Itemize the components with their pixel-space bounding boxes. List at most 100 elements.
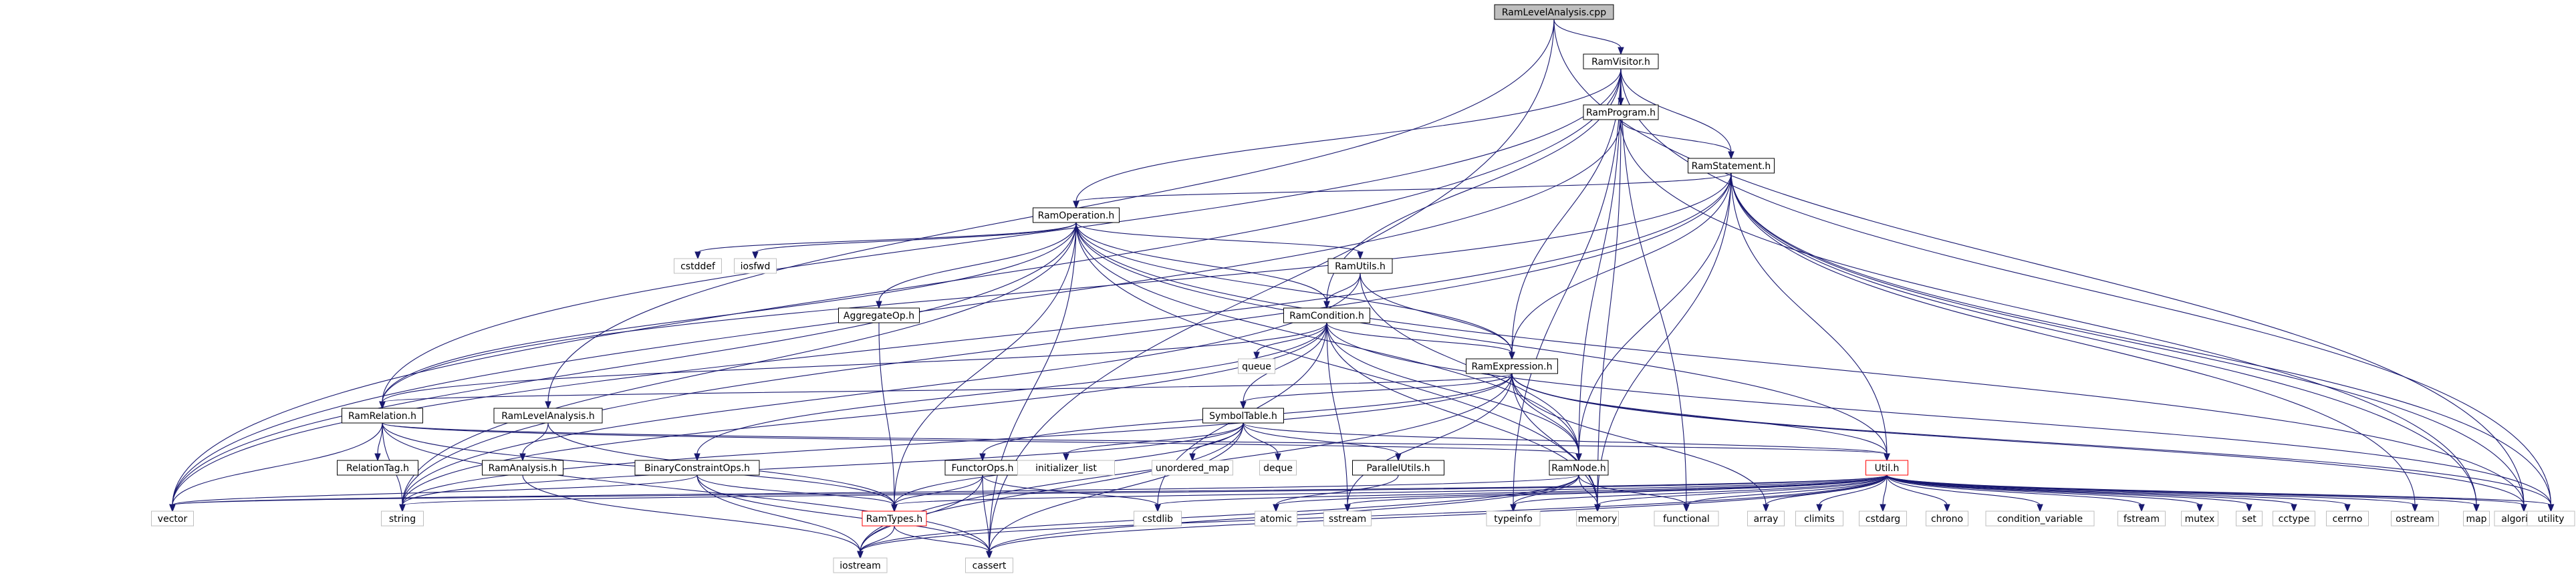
node-label: vector bbox=[158, 514, 188, 525]
edge-ramrelation-h-to-cassert bbox=[382, 422, 993, 559]
edge-ramstatement-h-to-utility bbox=[1730, 172, 2555, 513]
edge-line bbox=[982, 474, 1158, 506]
node-functional: functional bbox=[1654, 511, 1719, 527]
node-ramexpression-h[interactable]: RamExpression.h bbox=[1466, 358, 1558, 374]
edge-ramutils-h-to-ramcondition-h bbox=[1323, 273, 1361, 309]
edge-line bbox=[1243, 422, 1279, 455]
node-ramnode-h[interactable]: RamNode.h bbox=[1549, 460, 1609, 476]
node-cassert: cassert bbox=[965, 557, 1013, 573]
edge-line bbox=[1075, 222, 1598, 506]
node-symboltable-h[interactable]: SymbolTable.h bbox=[1202, 408, 1284, 424]
edge-line bbox=[1620, 119, 2477, 506]
edge-line bbox=[522, 474, 861, 553]
node-ramlevelanalysis-cpp[interactable]: RamLevelAnalysis.cpp bbox=[1494, 4, 1614, 20]
node-label: array bbox=[1754, 514, 1779, 525]
edge-ramutils-h-to-ramexpression-h bbox=[1360, 273, 1515, 360]
node-ramstatement-h[interactable]: RamStatement.h bbox=[1688, 158, 1775, 174]
edge-line bbox=[1886, 474, 2416, 506]
node-ramprogram-h[interactable]: RamProgram.h bbox=[1583, 104, 1659, 120]
node-box bbox=[1549, 460, 1609, 476]
node-initializer-list: initializer_list bbox=[1017, 460, 1115, 476]
node-box bbox=[2181, 511, 2218, 527]
node-ramtypes-h[interactable]: RamTypes.h bbox=[862, 511, 927, 527]
edge-line bbox=[382, 373, 1513, 403]
edge-line bbox=[1347, 474, 1888, 506]
node-label: map bbox=[2466, 514, 2486, 525]
edge-util-h-to-set bbox=[1886, 474, 2252, 513]
edge-arrowhead bbox=[1884, 453, 1890, 462]
node-chrono: chrono bbox=[1926, 511, 1968, 527]
edge-arrowhead bbox=[1395, 453, 1402, 462]
node-label: chrono bbox=[1931, 514, 1963, 525]
edge-ramoperation-h-to-aggregateop-h bbox=[876, 222, 1077, 309]
edge-util-h-to-cerrno bbox=[1886, 474, 2351, 513]
node-box bbox=[838, 307, 920, 323]
node-label: iosfwd bbox=[741, 261, 771, 272]
node-label: cerrno bbox=[2333, 514, 2363, 525]
edge-line bbox=[172, 172, 1732, 506]
edge-line bbox=[382, 422, 1579, 455]
edge-arrowhead bbox=[1509, 351, 1515, 360]
edge-line bbox=[1075, 222, 1327, 303]
node-parallelutils-h[interactable]: ParallelUtils.h bbox=[1352, 460, 1444, 476]
edge-util-h-to-cstdlib bbox=[1154, 474, 1888, 513]
node-label: cstddef bbox=[680, 261, 716, 272]
edge-ramstatement-h-to-ramexpression-h bbox=[1509, 172, 1732, 360]
edge-ramcondition-h-to-binaryconstraintops-h bbox=[694, 322, 1327, 462]
edge-line bbox=[989, 422, 1244, 553]
edge-line bbox=[1730, 172, 2416, 506]
edge-arrowhead bbox=[752, 251, 759, 260]
edge-line bbox=[382, 322, 1327, 403]
edge-line bbox=[982, 474, 990, 553]
node-label: RamExpression.h bbox=[1472, 362, 1553, 372]
edge-arrowhead bbox=[1253, 351, 1260, 360]
node-typeinfo: typeinfo bbox=[1486, 511, 1541, 527]
edge-arrowhead bbox=[1944, 504, 1950, 513]
edge-line bbox=[1243, 322, 1327, 403]
edge-line bbox=[1886, 474, 2250, 506]
edge-ramvisitor-h-to-functional bbox=[1620, 68, 1690, 513]
node-label: RamVisitor.h bbox=[1591, 57, 1650, 67]
edge-ramlevelanalysis-cpp-to-ramvisitor-h bbox=[1553, 19, 1624, 55]
edge-binaryconstraintops-h-to-vector bbox=[169, 474, 698, 513]
node-relationtag-h[interactable]: RelationTag.h bbox=[337, 460, 418, 476]
node-functorops-h[interactable]: FunctorOps.h bbox=[944, 460, 1021, 476]
edge-ramcondition-h-to-ramnode-h bbox=[1326, 322, 1582, 462]
node-ramoperation-h[interactable]: RamOperation.h bbox=[1033, 207, 1120, 223]
edge-line bbox=[1511, 373, 2552, 506]
node-ramlevelanalysis-h[interactable]: RamLevelAnalysis.h bbox=[493, 408, 603, 424]
node-ramanalysis-h[interactable]: RamAnalysis.h bbox=[482, 460, 563, 476]
node-util-h[interactable]: Util.h bbox=[1865, 460, 1908, 476]
node-binaryconstraintops-h[interactable]: BinaryConstraintOps.h bbox=[634, 460, 760, 476]
node-box bbox=[1352, 460, 1444, 476]
edge-line bbox=[878, 322, 895, 506]
edge-arrowhead bbox=[891, 504, 898, 513]
node-label: functional bbox=[1663, 514, 1710, 525]
edge-line bbox=[989, 474, 1888, 553]
node-box bbox=[2463, 511, 2490, 527]
node-label: AggregateOp.h bbox=[844, 311, 914, 321]
edge-line bbox=[696, 322, 1327, 455]
edge-line bbox=[1597, 474, 1888, 506]
node-label: climits bbox=[1804, 514, 1835, 525]
edge-arrowhead bbox=[2344, 504, 2351, 513]
node-ramrelation-h[interactable]: RamRelation.h bbox=[342, 408, 423, 424]
edge-arrowhead bbox=[1273, 504, 1279, 513]
node-aggregateop-h[interactable]: AggregateOp.h bbox=[838, 307, 920, 323]
node-label: memory bbox=[1578, 514, 1618, 525]
edge-line bbox=[172, 222, 1077, 506]
edge-line bbox=[697, 222, 1077, 253]
node-box bbox=[734, 258, 777, 274]
edge-arrowhead bbox=[1275, 453, 1281, 462]
edge-arrowhead bbox=[545, 401, 551, 410]
edge-util-h-to-cctype bbox=[1886, 474, 2297, 513]
node-ramvisitor-h[interactable]: RamVisitor.h bbox=[1583, 53, 1659, 69]
edge-line bbox=[1620, 119, 1732, 153]
node-cctype: cctype bbox=[2273, 511, 2315, 527]
node-ramcondition-h[interactable]: RamCondition.h bbox=[1283, 307, 1370, 323]
node-box bbox=[2527, 511, 2575, 527]
edge-util-h-to-climits bbox=[1816, 474, 1888, 513]
node-ramutils-h[interactable]: RamUtils.h bbox=[1327, 258, 1393, 274]
node-label: string bbox=[389, 514, 416, 525]
node-fstream: fstream bbox=[2117, 511, 2166, 527]
